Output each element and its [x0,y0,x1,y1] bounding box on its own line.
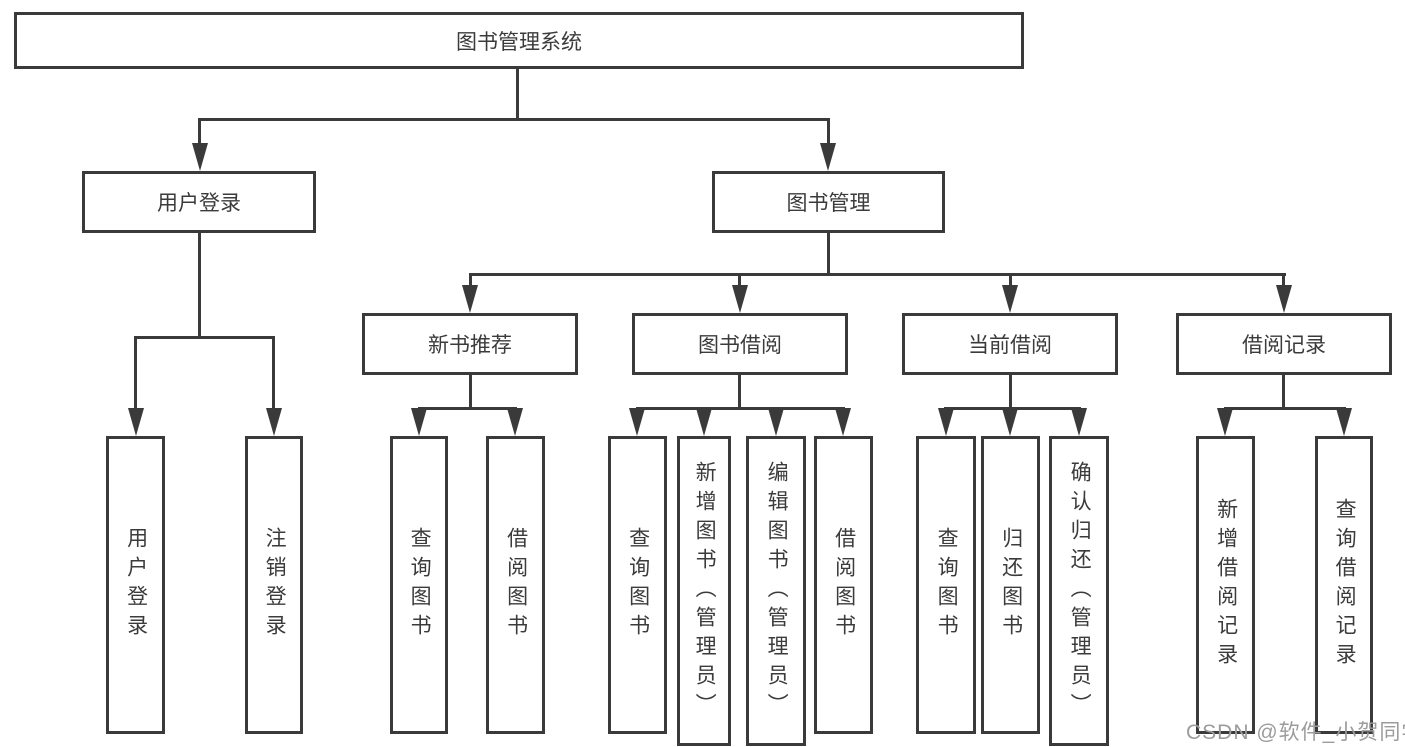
arrow-down-icon [266,408,282,436]
leaf-confirm-return-admin: 确认归还（管理员） [1049,436,1109,746]
leaf-borrow-books: 借阅图书 [486,436,545,734]
leaf-user-login: 用户登录 [106,436,165,734]
node-borrowing-records: 借阅记录 [1176,313,1392,375]
node-current-borrowing: 当前借阅 [902,313,1118,375]
connector-line [1009,273,1012,289]
arrow-down-icon [835,408,851,436]
arrow-down-icon [1002,285,1018,313]
arrow-down-icon [629,408,645,436]
arrow-down-icon [128,408,144,436]
arrow-down-icon [768,408,784,436]
arrow-down-icon [462,285,478,313]
connector-line [198,118,201,146]
arrow-down-icon [732,285,748,313]
arrow-down-icon [411,408,427,436]
connector-line [418,407,517,410]
connector-line [827,233,830,273]
leaf-search-books: 查询图书 [916,436,976,734]
connector-line [1282,273,1285,289]
node-book-borrowing: 图书借阅 [632,313,848,375]
arrow-down-icon [1002,408,1018,436]
node-user-login: 用户登录 [82,171,316,233]
connector-line [738,375,741,407]
arrow-down-icon [507,408,523,436]
leaf-add-borrow-record: 新增借阅记录 [1196,436,1255,734]
leaf-edit-books-admin: 编辑图书（管理员） [746,436,806,746]
arrow-down-icon [1071,408,1087,436]
leaf-borrow-books: 借阅图书 [814,436,873,734]
connector-line [738,273,741,289]
arrow-down-icon [192,143,208,171]
connector-line [134,336,137,412]
arrow-down-icon [938,408,954,436]
arrow-down-icon [1217,408,1233,436]
leaf-logout: 注销登录 [245,436,303,734]
connector-line [198,118,830,121]
connector-line [1282,375,1285,407]
connector-line [469,273,472,289]
connector-line [134,336,275,339]
node-new-book-recommendation: 新书推荐 [362,313,578,375]
arrow-down-icon [696,408,712,436]
connector-line [272,336,275,412]
connector-line [636,407,845,410]
arrow-down-icon [1336,408,1352,436]
leaf-search-borrow-record: 查询借阅记录 [1315,436,1373,734]
arrow-down-icon [1276,285,1292,313]
connector-line [1224,407,1346,410]
connector-line [469,273,1286,276]
connector-line [1009,375,1012,407]
connector-line [516,69,519,118]
connector-line [469,375,472,407]
leaf-search-books: 查询图书 [390,436,448,734]
leaf-search-books: 查询图书 [608,436,667,734]
leaf-add-books-admin: 新增图书（管理员） [677,436,731,746]
node-book-management: 图书管理 [712,171,945,233]
node-library-system: 图书管理系统 [14,12,1024,69]
leaf-return-books: 归还图书 [981,436,1040,734]
connector-line [198,233,201,336]
csdn-watermark: CSDN @软件_小贺同学 [1186,721,1405,744]
connector-line [827,118,830,146]
arrow-down-icon [820,143,836,171]
